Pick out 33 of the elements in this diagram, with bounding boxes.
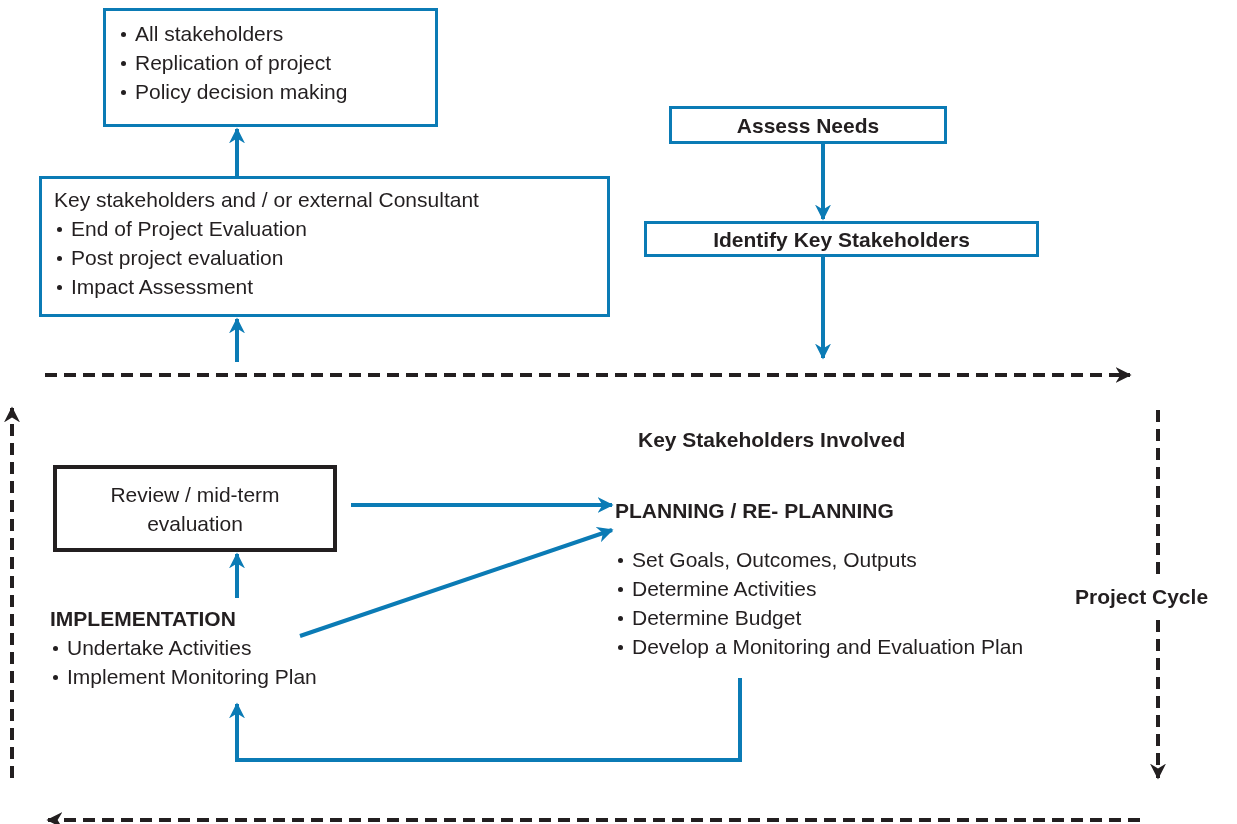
- arrow: [229, 127, 245, 176]
- note-label: Key Stakeholders Involved: [638, 428, 906, 452]
- process-box: [103, 8, 438, 127]
- arrow: [815, 144, 831, 221]
- heading-text: IMPLEMENTATION: [50, 606, 237, 632]
- heading-text: Key stakeholders and / or external Consultant: [54, 187, 480, 213]
- arrow: [299, 527, 614, 638]
- bullet-item: Determine Budget: [615, 603, 1055, 632]
- heading-text: PLANNING / RE- PLANNING: [615, 498, 895, 524]
- bullet-item: End of Project Evaluation: [54, 214, 595, 243]
- bullet-item: Develop a Monitoring and Evaluation Plan: [615, 632, 1052, 661]
- bullet-item: Post project evaluation: [54, 243, 595, 272]
- process-box: [39, 176, 610, 317]
- process-box: [644, 221, 1039, 257]
- bullet-item: Impact Assessment: [54, 272, 595, 301]
- arrow: [229, 678, 742, 762]
- box-text: Identify Key Stakeholders: [713, 226, 970, 253]
- box-text: Review / mid-term evaluation: [109, 481, 281, 537]
- bullet-item: Undertake Activities: [50, 633, 380, 662]
- bullet-item: Replication of project: [118, 48, 423, 77]
- bullet-item: Policy decision making: [118, 77, 423, 106]
- bullet-item: Set Goals, Outcomes, Outputs: [615, 545, 1055, 574]
- arrow: [229, 317, 245, 362]
- box-text: Assess Needs: [736, 112, 880, 139]
- review-box: [53, 465, 337, 552]
- process-box: [669, 106, 947, 144]
- note-label: Project Cycle: [1075, 585, 1209, 609]
- arrow: [229, 552, 245, 598]
- arrow: [351, 497, 614, 513]
- bullet-item: All stakeholders: [118, 19, 423, 48]
- bullet-item: Implement Monitoring Plan: [50, 662, 380, 691]
- arrow: [815, 257, 831, 360]
- bullet-item: Determine Activities: [615, 574, 1055, 603]
